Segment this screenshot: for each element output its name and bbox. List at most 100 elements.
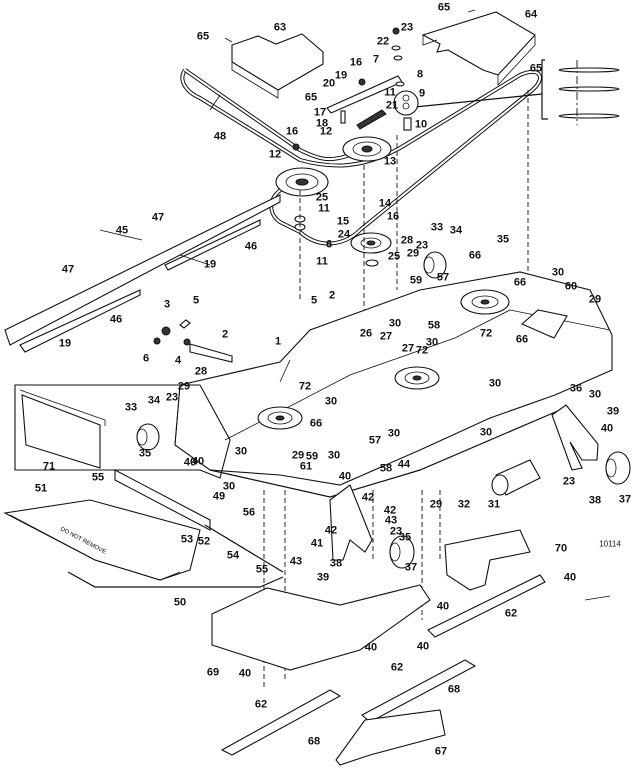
callout-40: 40 [436, 600, 450, 613]
callout-12: 12 [319, 125, 333, 138]
callout-11: 11 [316, 255, 328, 268]
callout-35: 35 [138, 447, 152, 460]
callout-46: 46 [244, 240, 258, 253]
callout-43: 43 [384, 514, 398, 527]
callout-66: 66 [515, 333, 529, 346]
callout-52: 52 [197, 535, 211, 548]
callout-59: 59 [305, 450, 319, 463]
callout-35: 35 [398, 531, 412, 544]
callout-29: 29 [429, 498, 443, 511]
callout-57: 57 [436, 271, 450, 284]
callout-67: 67 [434, 745, 448, 758]
callout-30: 30 [588, 388, 602, 401]
callout-33: 33 [124, 401, 138, 414]
callout-39: 39 [606, 405, 620, 418]
callout-53: 53 [180, 533, 194, 546]
callout-30: 30 [488, 377, 502, 390]
callout-62: 62 [390, 661, 404, 674]
flat-idler [294, 215, 392, 267]
callout-66: 66 [468, 249, 482, 262]
callout-48: 48 [213, 130, 227, 143]
callout-30: 30 [222, 480, 236, 493]
callout-4: 4 [174, 354, 182, 367]
callout-23: 23 [389, 525, 403, 538]
callout-30: 30 [551, 266, 565, 279]
callout-10: 10 [414, 118, 428, 131]
callout-55: 55 [91, 471, 105, 484]
callout-59: 59 [409, 274, 423, 287]
callout-34: 34 [147, 394, 161, 407]
callout-70: 70 [554, 542, 568, 555]
callout-6: 6 [142, 352, 150, 365]
callout-47: 47 [61, 263, 75, 276]
callout-65: 65 [196, 30, 210, 43]
callout-33: 33 [430, 221, 444, 234]
callout-2: 2 [328, 289, 336, 302]
callout-40: 40 [563, 571, 577, 584]
callout-2: 2 [221, 328, 229, 341]
spindle-pulleys [257, 289, 510, 430]
callout-45: 45 [115, 224, 129, 237]
callout-8: 8 [416, 68, 424, 81]
callout-66: 66 [309, 417, 323, 430]
callout-19: 19 [203, 258, 217, 271]
callout-42: 42 [361, 491, 375, 504]
callout-29: 29 [291, 449, 305, 462]
callout-42: 42 [383, 504, 397, 517]
rod [204, 524, 284, 573]
callout-14: 14 [378, 197, 392, 210]
callout-65: 65 [304, 91, 318, 104]
callout-39: 39 [316, 571, 330, 584]
callout-25: 25 [315, 191, 329, 204]
leader-lines [99, 9, 611, 601]
callout-43: 43 [289, 555, 303, 568]
callout-47: 47 [151, 211, 165, 224]
callout-30: 30 [425, 336, 439, 349]
callout-40: 40 [338, 470, 352, 483]
blades [220, 574, 546, 756]
callout-72: 72 [298, 380, 312, 393]
callout-15: 15 [336, 215, 350, 228]
callout-5: 5 [310, 294, 318, 307]
callout-12: 12 [268, 148, 282, 161]
callout-60: 60 [564, 280, 578, 293]
callout-58: 58 [427, 319, 441, 332]
callout-28: 28 [400, 234, 414, 247]
discharge-chute: DO NOT REMOVE [3, 469, 211, 581]
callout-71: 71 [42, 460, 56, 473]
callout-34: 34 [449, 224, 463, 237]
callout-69: 69 [206, 666, 220, 679]
callout-28: 28 [194, 365, 208, 378]
callout-50: 50 [173, 596, 187, 609]
callout-57: 57 [368, 434, 382, 447]
callout-38: 38 [588, 494, 602, 507]
baffle-left [211, 584, 431, 671]
callout-37: 37 [404, 561, 418, 574]
callout-36: 36 [569, 382, 583, 395]
callout-23: 23 [165, 391, 179, 404]
callout-11: 11 [318, 202, 330, 215]
idler-arm [292, 27, 412, 151]
callout-68: 68 [447, 683, 461, 696]
callout-40: 40 [183, 456, 197, 469]
callout-29: 29 [177, 380, 191, 393]
wheel-bracket-right [551, 404, 599, 471]
callout-24: 24 [337, 228, 351, 241]
callout-65: 65 [437, 1, 451, 14]
baffle-assembly [4, 194, 281, 353]
callout-26: 26 [359, 327, 373, 340]
callout-11: 11 [384, 86, 396, 99]
callout-51: 51 [34, 482, 48, 495]
callout-38: 38 [329, 557, 343, 570]
callout-68: 68 [307, 735, 321, 748]
callout-27: 27 [401, 342, 415, 355]
belt-cover-right [421, 11, 536, 87]
callout-55: 55 [255, 563, 269, 576]
roller [491, 459, 541, 496]
callout-27: 27 [379, 330, 393, 343]
callout-18: 18 [315, 117, 329, 130]
callout-42: 42 [324, 524, 338, 537]
callout-17: 17 [313, 106, 327, 119]
callout-40: 40 [416, 640, 430, 653]
callout-22: 22 [376, 35, 390, 48]
